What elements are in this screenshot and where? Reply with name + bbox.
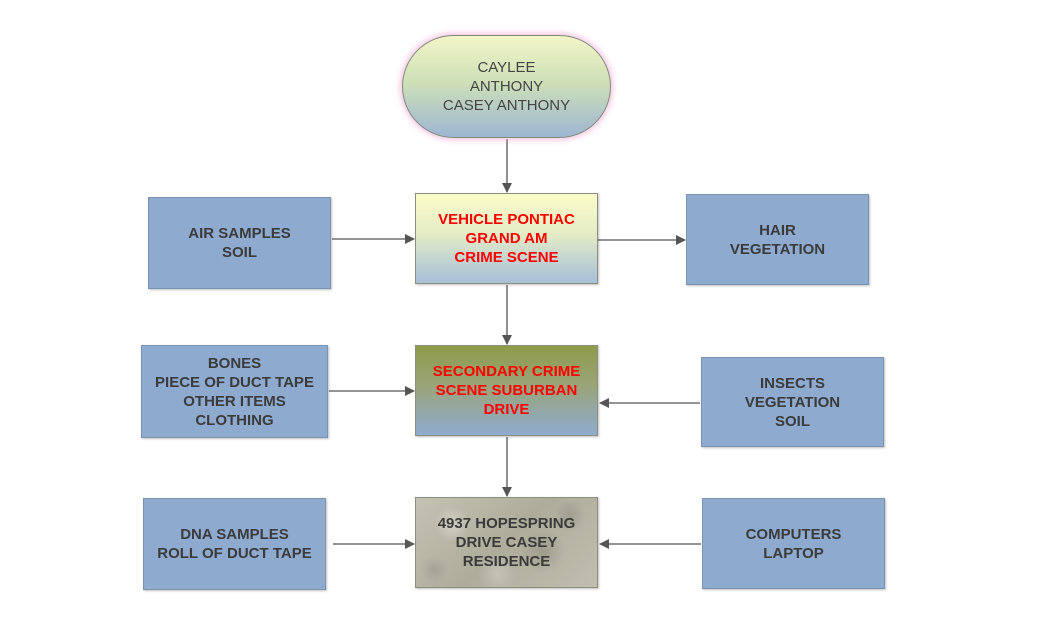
root-node-caylee-casey-anthony: CAYLEE ANTHONY CASEY ANTHONY xyxy=(402,35,611,138)
evidence-line: VEGETATION xyxy=(729,240,826,258)
evidence-line: HAIR xyxy=(759,221,796,239)
evidence-box-insects-vegetation-soil: INSECTS VEGETATION SOIL xyxy=(701,357,884,447)
vehicle-line: CRIME SCENE xyxy=(454,249,559,266)
residence-node: 4937 HOPESPRING DRIVE CASEY RESIDENCE xyxy=(415,497,598,588)
evidence-line: SOIL xyxy=(774,412,810,430)
evidence-line: COMPUTERS xyxy=(745,525,842,543)
evidence-line: CLOTHING xyxy=(195,411,274,429)
evidence-box-computers-laptop: COMPUTERS LAPTOP xyxy=(702,498,885,589)
evidence-line: VEGETATION xyxy=(744,393,841,411)
vehicle-line: VEHICLE PONTIAC xyxy=(438,211,575,228)
evidence-line: BONES xyxy=(207,354,262,372)
secondary-line: SECONDARY CRIME xyxy=(432,363,581,380)
evidence-line: LAPTOP xyxy=(763,544,824,562)
evidence-line: AIR SAMPLES xyxy=(188,225,291,242)
root-line: CAYLEE xyxy=(477,59,536,76)
root-line: ANTHONY xyxy=(469,78,544,95)
secondary-crime-scene-node: SECONDARY CRIME SCENE SUBURBAN DRIVE xyxy=(415,345,598,436)
evidence-line: ROLL OF DUCT TAPE xyxy=(157,545,312,562)
secondary-line: SCENE SUBURBAN xyxy=(435,382,578,399)
evidence-line: PIECE OF DUCT TAPE xyxy=(155,373,314,391)
evidence-box-hair-vegetation: HAIR VEGETATION xyxy=(686,194,869,285)
evidence-line: OTHER ITEMS xyxy=(183,392,286,410)
evidence-line: INSECTS xyxy=(759,374,825,392)
root-line: CASEY ANTHONY xyxy=(442,97,571,114)
evidence-line: SOIL xyxy=(221,244,257,261)
residence-line: RESIDENCE xyxy=(462,553,551,570)
evidence-line: DNA SAMPLES xyxy=(180,526,289,543)
residence-line: 4937 HOPESPRING xyxy=(437,515,576,532)
evidence-box-bones-duct-tape: BONES PIECE OF DUCT TAPE OTHER ITEMS CLO… xyxy=(141,345,328,438)
secondary-line: DRIVE xyxy=(483,401,530,418)
evidence-box-air-samples-soil: AIR SAMPLES SOIL xyxy=(148,197,331,289)
evidence-box-dna-duct-tape: DNA SAMPLES ROLL OF DUCT TAPE xyxy=(143,498,326,590)
residence-line: DRIVE CASEY xyxy=(455,534,558,551)
vehicle-crime-scene-node: VEHICLE PONTIAC GRAND AM CRIME SCENE xyxy=(415,193,598,284)
vehicle-line: GRAND AM xyxy=(465,230,548,247)
